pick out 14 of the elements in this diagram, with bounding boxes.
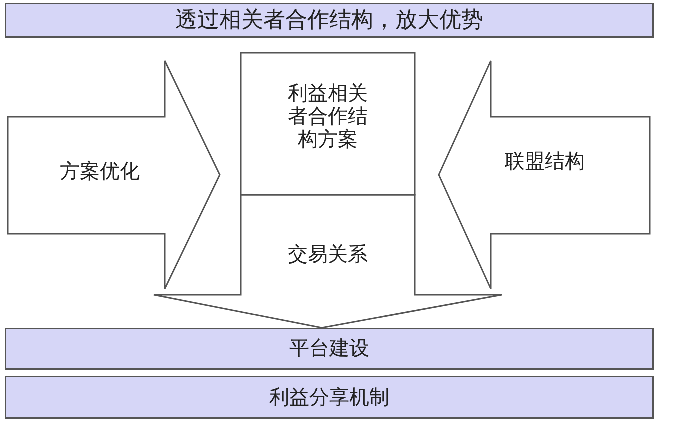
bar-label: 平台建设 <box>288 337 370 360</box>
box-label: 利益相关者合作结构方案 <box>288 82 368 151</box>
right-arrow-shape <box>8 61 220 289</box>
bar-label: 利益分享机制 <box>268 386 390 409</box>
down-arrow-shape <box>154 195 502 328</box>
title-text: 透过相关者合作结构，放大优势 <box>174 8 484 34</box>
title-bar <box>5 3 654 38</box>
arrow-label: 交易关系 <box>287 243 369 266</box>
process-bar <box>5 328 654 370</box>
arrow-label: 方案优化 <box>59 160 141 183</box>
process-bar <box>5 376 654 419</box>
process-box <box>241 53 415 195</box>
left-arrow-shape <box>439 61 650 289</box>
arrow-label: 联盟结构 <box>504 150 586 173</box>
